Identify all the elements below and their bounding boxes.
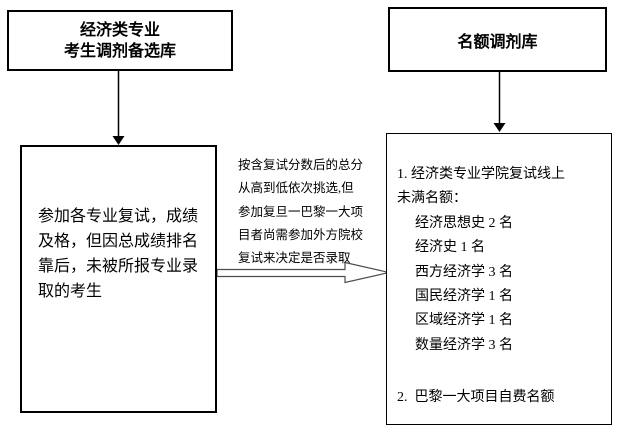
quota-spacer [397,358,605,386]
candidate-description-line: 及格，但因总成绩排名 [38,233,199,250]
selection-rule-line: 参加复旦一巴黎一大项 [238,204,364,219]
candidate-pool-title-line2: 考生调剂备选库 [63,42,176,60]
quota-list-item: 经济思想史 2 名 [415,215,513,231]
selection-rule-note: 按含复试分数后的总分 从高到低依次挑选,但 参加复旦一巴黎一大项 目者尚需参加外… [234,151,384,270]
quota-item2: 2. 巴黎一大项目自费名额 [397,390,555,406]
quota-list-item: 数量经济学 3 名 [415,337,513,353]
candidate-pool-title-line1: 经济类专业 [79,21,160,39]
candidate-pool-box: 经济类专业 考生调剂备选库 [7,10,233,71]
quota-list-item: 国民经济学 1 名 [415,289,513,305]
quota-pool-box: 名额调剂库 [388,7,607,72]
selection-rule-line: 目者尚需参加外方院校 [238,227,364,242]
quota-item1-subtitle: 未满名额： [397,191,467,207]
candidate-description-line: 靠后，未被所报专业录 [38,258,199,275]
flow-arrow-right-down-icon [493,72,506,132]
selection-rule-line: 复试来决定是否录取 [238,251,351,266]
candidate-description-line: 参加各专业复试，成绩 [38,208,199,225]
quota-list-item: 西方经济学 3 名 [415,264,513,280]
quota-detail-box: 1. 经济类专业学院复试线上 未满名额： 经济思想史 2 名 经济史 1 名 西… [386,133,612,425]
selection-rule-line: 按含复试分数后的总分 [238,158,364,172]
flow-arrow-left-down-icon [112,71,125,145]
selection-block-arrow-icon [216,261,390,284]
quota-pool-title: 名额调剂库 [457,33,538,51]
candidate-description-box: 参加各专业复试，成绩 及格，但因总成绩排名 靠后，未被所报专业录 取的考生 [20,145,217,413]
candidate-description-line: 取的考生 [38,283,103,300]
quota-list-item: 经济史 1 名 [415,240,485,256]
quota-item1-title: 1. 经济类专业学院复试线上 [397,167,565,182]
selection-rule-line: 从高到低依次挑选,但 [238,181,354,196]
quota-list-item: 区域经济学 1 名 [415,313,513,329]
